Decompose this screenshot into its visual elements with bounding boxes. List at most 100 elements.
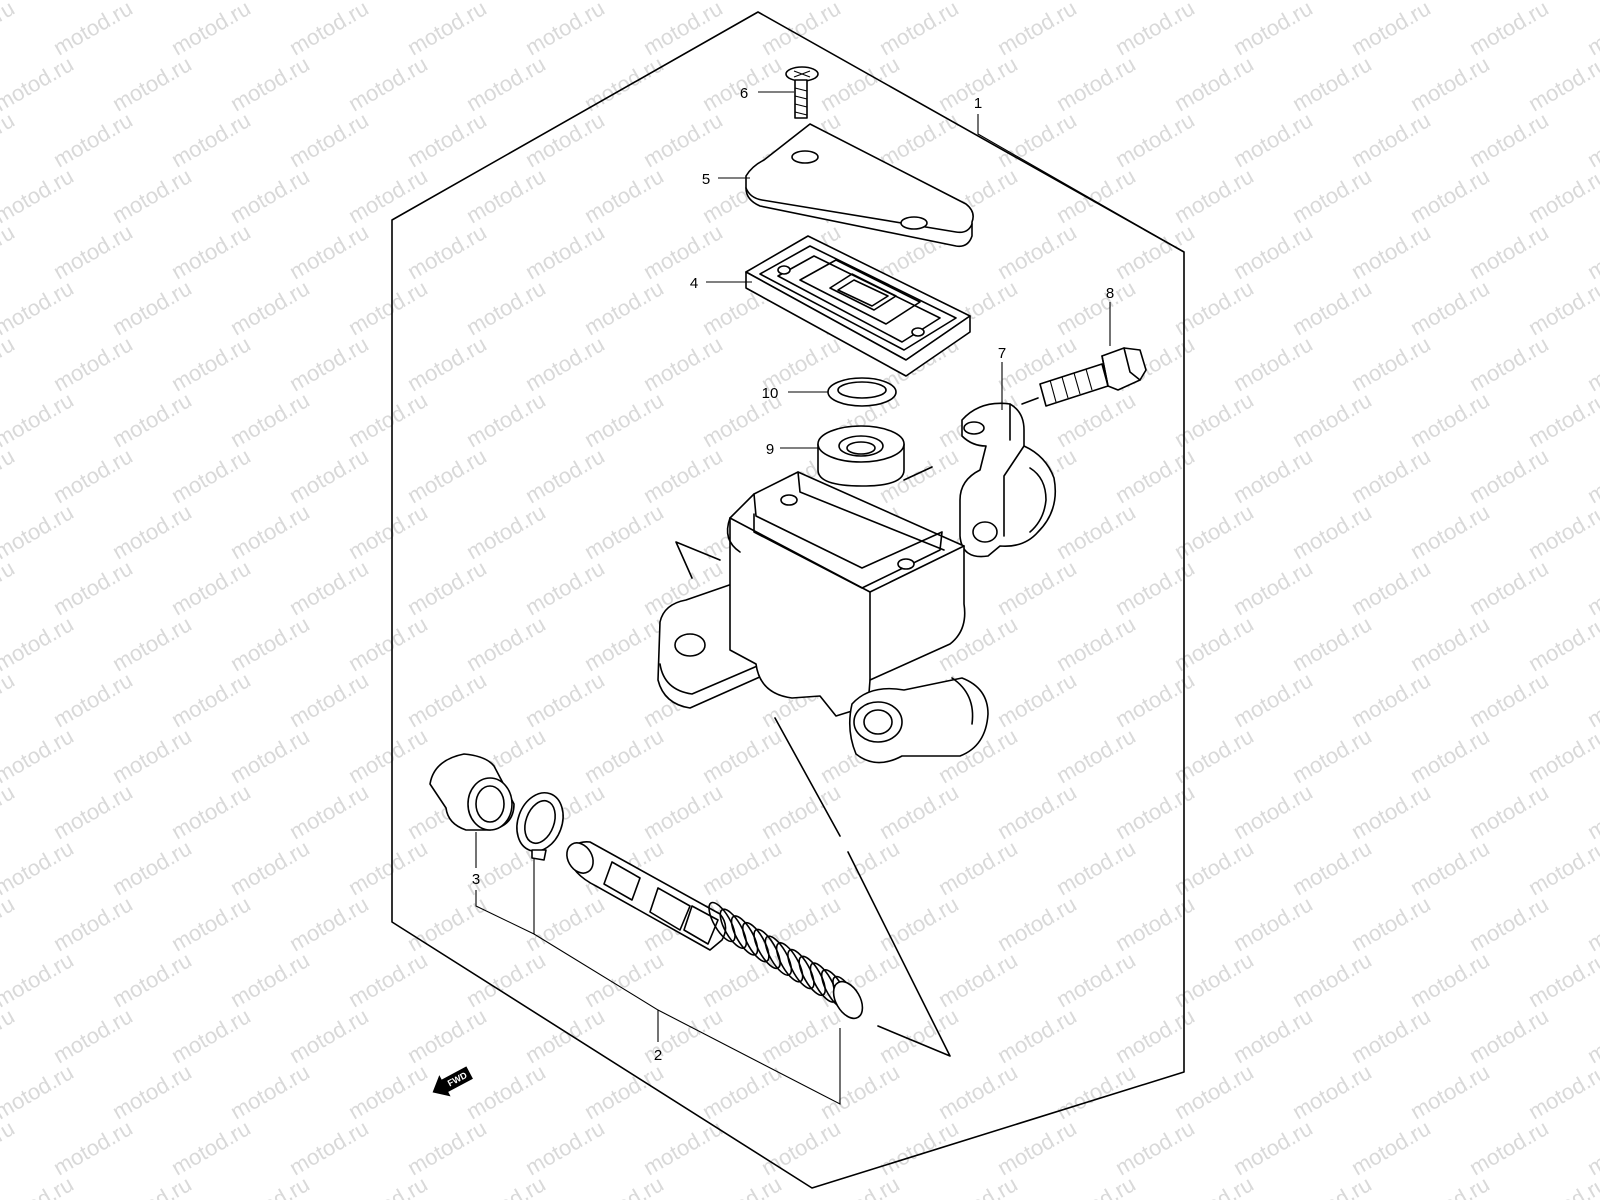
watermark-text: motod.ru (1583, 443, 1600, 508)
watermark-text: motod.ru (1229, 1003, 1317, 1068)
watermark-text: motod.ru (993, 555, 1081, 620)
watermark-text: motod.ru (580, 275, 668, 340)
callout-1[interactable]: 1 (974, 95, 982, 112)
watermark-text: motod.ru (0, 107, 19, 172)
watermark-text: motod.ru (875, 891, 963, 956)
watermark-text: motod.ru (403, 891, 491, 956)
watermark-text: motod.ru (1111, 667, 1199, 732)
watermark-text: motod.ru (403, 667, 491, 732)
guide-lines (675, 397, 1039, 1057)
watermark-text: motod.ru (1583, 1003, 1600, 1068)
part-holder-clamp[interactable] (959, 402, 1057, 558)
callout-3[interactable]: 3 (472, 871, 480, 888)
watermark-text: motod.ru (403, 331, 491, 396)
watermark-text: motod.ru (757, 0, 845, 60)
watermark-text: motod.ru (1229, 1115, 1317, 1180)
watermark-text: motod.ru (49, 779, 137, 844)
watermark-text: motod.ru (226, 499, 314, 564)
part-o-ring[interactable] (827, 377, 897, 407)
watermark-text: motod.ru (1524, 1171, 1600, 1200)
callout-6[interactable]: 6 (740, 85, 748, 102)
part-boot[interactable] (429, 753, 515, 831)
callout-5[interactable]: 5 (702, 171, 710, 188)
watermark-text: motod.ru (1465, 443, 1553, 508)
part-screw[interactable] (785, 66, 819, 119)
watermark-text: motod.ru (0, 1171, 78, 1200)
watermark-text: motod.ru (1288, 947, 1376, 1012)
watermark-text: motod.ru (344, 723, 432, 788)
watermark-text: motod.ru (344, 499, 432, 564)
watermark-text: motod.ru (639, 219, 727, 284)
part-connector[interactable] (817, 425, 905, 487)
part-piston-spring[interactable] (562, 838, 869, 1023)
watermark-text: motod.ru (1288, 163, 1376, 228)
watermark-text: motod.ru (993, 107, 1081, 172)
watermark-text: motod.ru (875, 107, 963, 172)
watermark-text: motod.ru (757, 891, 845, 956)
callout-2[interactable]: 2 (654, 1047, 662, 1064)
watermark-text: motod.ru (285, 331, 373, 396)
watermark-text: motod.ru (1288, 499, 1376, 564)
watermark-text: motod.ru (49, 0, 137, 60)
watermark-text: motod.ru (521, 331, 609, 396)
watermark-text: motod.ru (816, 1059, 904, 1124)
watermark-text: motod.ru (1052, 1059, 1140, 1124)
watermark-text: motod.ru (285, 891, 373, 956)
watermark-text: motod.ru (1524, 723, 1600, 788)
watermark-text: motod.ru (1465, 891, 1553, 956)
part-snap-ring[interactable] (509, 786, 571, 861)
watermark-text: motod.ru (1347, 1003, 1435, 1068)
watermark-text: motod.ru (639, 1003, 727, 1068)
watermark-text: motod.ru (1347, 1115, 1435, 1180)
watermark-text: motod.ru (757, 1115, 845, 1180)
watermark-text: motod.ru (226, 275, 314, 340)
watermark-text: motod.ru (580, 499, 668, 564)
watermark-text: motod.ru (1524, 163, 1600, 228)
watermark-text: motod.ru (344, 1171, 432, 1200)
watermark-text: motod.ru (816, 1171, 904, 1200)
watermark-text: motod.ru (0, 51, 78, 116)
callout-4[interactable]: 4 (690, 275, 698, 292)
watermark-text: motod.ru (462, 51, 550, 116)
part-reservoir-cap[interactable] (745, 123, 974, 248)
watermark-text: motod.ru (521, 555, 609, 620)
watermark-text: motod.ru (1583, 891, 1600, 956)
watermark-text: motod.ru (1524, 1059, 1600, 1124)
watermark-text: motod.ru (49, 667, 137, 732)
watermark-text: motod.ru (639, 107, 727, 172)
watermark-text: motod.ru (108, 835, 196, 900)
watermark-text: motod.ru (167, 555, 255, 620)
callout-7[interactable]: 7 (998, 345, 1006, 362)
watermark-text: motod.ru (344, 611, 432, 676)
watermark-text: motod.ru (108, 723, 196, 788)
watermark-text: motod.ru (0, 163, 78, 228)
watermark-text: motod.ru (521, 1003, 609, 1068)
callout-8[interactable]: 8 (1106, 285, 1114, 302)
part-bolt[interactable] (1039, 347, 1147, 407)
watermark-text: motod.ru (1524, 387, 1600, 452)
part-diaphragm[interactable] (745, 235, 971, 377)
watermark-text: motod.ru (993, 1003, 1081, 1068)
watermark-text: motod.ru (344, 275, 432, 340)
watermark-text: motod.ru (344, 163, 432, 228)
watermark-text: motod.ru (1465, 667, 1553, 732)
watermark-text: motod.ru (1406, 499, 1494, 564)
watermark-text: motod.ru (108, 947, 196, 1012)
watermark-text: motod.ru (1288, 1171, 1376, 1200)
watermark-text: motod.ru (108, 1171, 196, 1200)
part-master-cylinder-body[interactable] (657, 471, 989, 764)
watermark-text: motod.ru (580, 947, 668, 1012)
callout-10[interactable]: 10 (762, 385, 779, 402)
watermark-text: motod.ru (108, 275, 196, 340)
watermark-text: motod.ru (167, 107, 255, 172)
watermark-text: motod.ru (1229, 779, 1317, 844)
watermark-text: motod.ru (1288, 51, 1376, 116)
watermark-text: motod.ru (698, 723, 786, 788)
callout-numbers: 6 1 5 4 8 7 10 9 3 2 (472, 85, 1114, 1064)
watermark-text: motod.ru (1288, 1059, 1376, 1124)
watermark-text: motod.ru (1170, 835, 1258, 900)
callout-leaders (475, 91, 1185, 1105)
watermark-text: motod.ru (993, 779, 1081, 844)
watermark-text: motod.ru (285, 0, 373, 60)
callout-9[interactable]: 9 (766, 441, 774, 458)
